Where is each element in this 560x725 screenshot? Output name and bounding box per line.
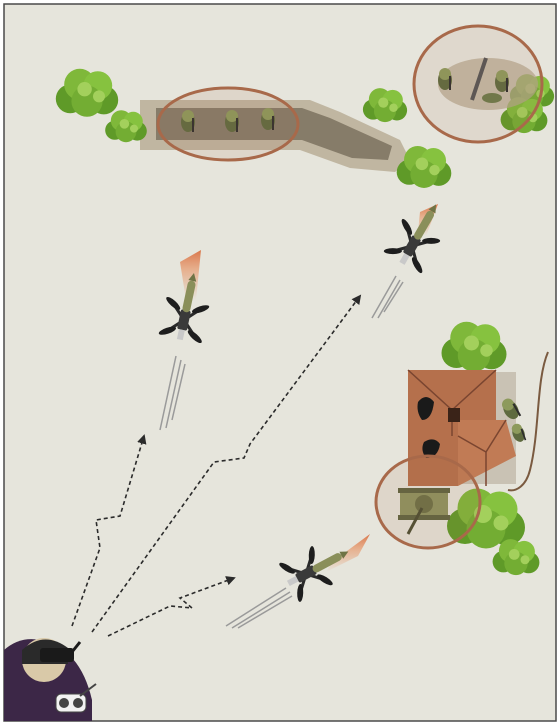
target-ring-trench bbox=[158, 88, 298, 160]
target-ring-mortar bbox=[414, 26, 542, 142]
target-ring-vehicle bbox=[376, 456, 480, 548]
